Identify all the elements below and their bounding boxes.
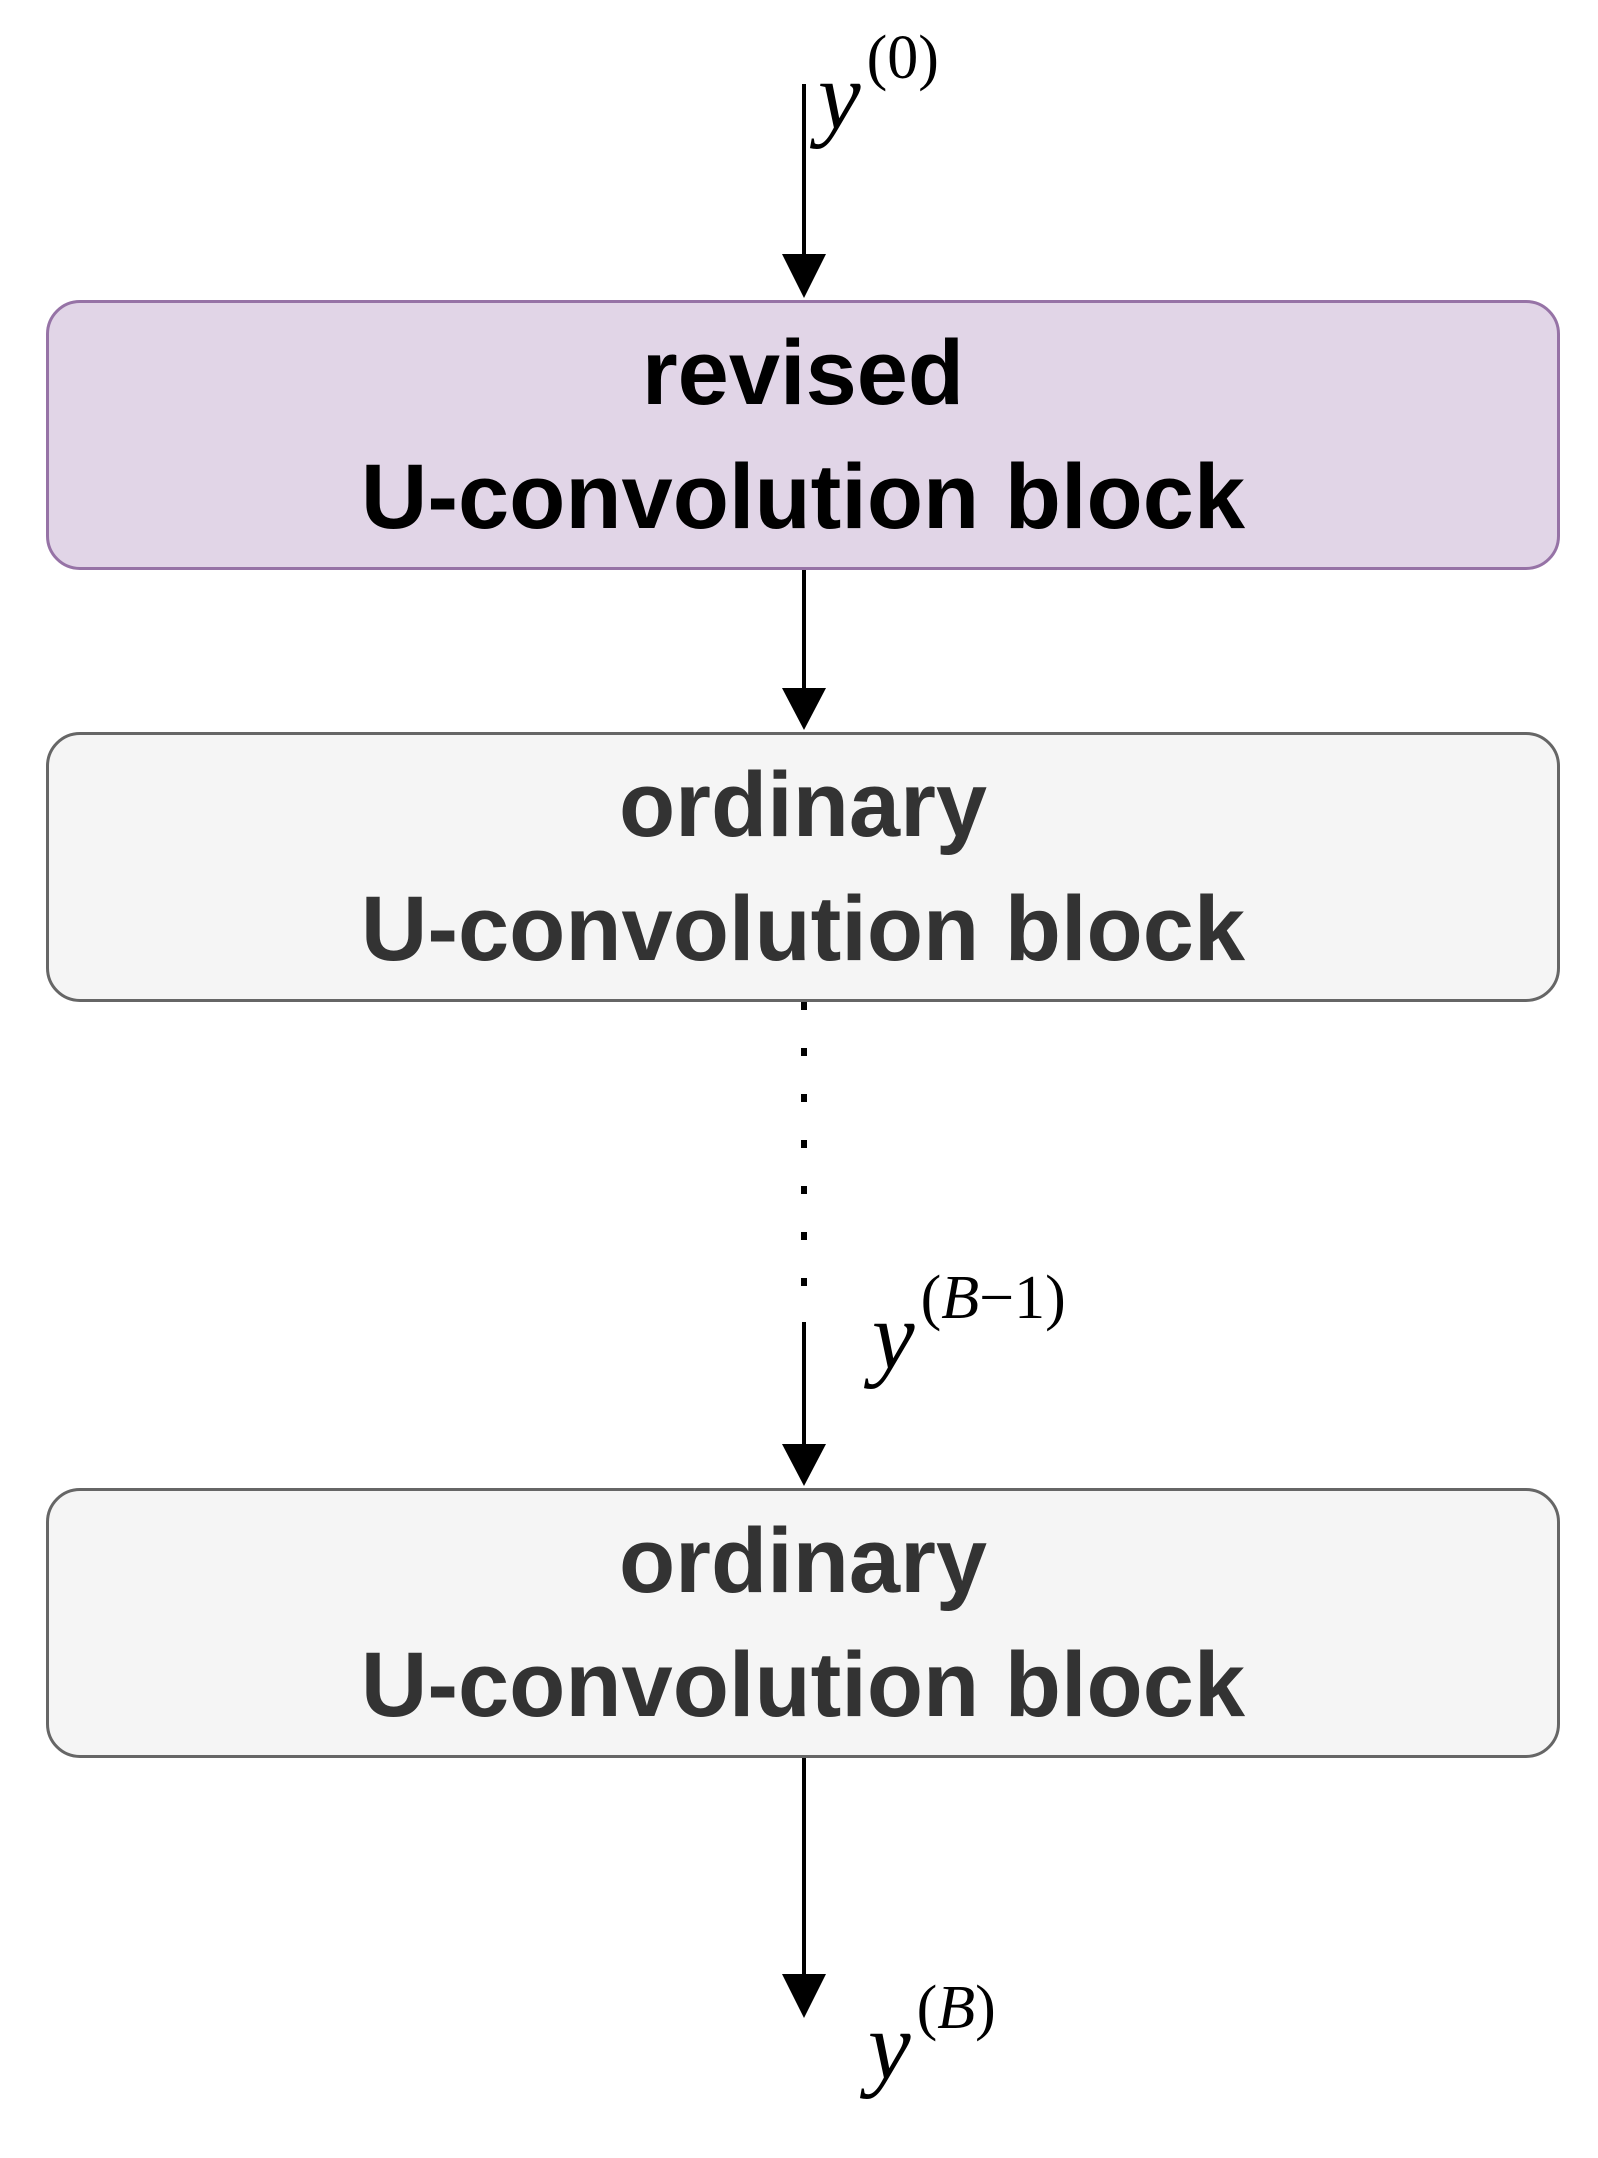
- label-base: y: [872, 1282, 915, 1389]
- block-line-1: ordinary: [618, 1510, 988, 1612]
- revised-u-convolution-block: revised U-convolution block: [46, 300, 1560, 570]
- sup-open: (: [920, 1264, 942, 1332]
- output-arrow: [782, 1758, 826, 2018]
- block-line-2: U-convolution block: [360, 446, 1246, 548]
- sup-open: (: [866, 24, 888, 92]
- label-superscript: (0): [867, 24, 939, 92]
- label-base: y: [868, 1992, 911, 2099]
- sup-var: B: [941, 1264, 980, 1332]
- ordinary-u-convolution-block-first: ordinary U-convolution block: [46, 732, 1560, 1002]
- block-line-1: ordinary: [618, 754, 988, 856]
- input-label-y0: y(0): [818, 24, 939, 151]
- label-superscript: (B): [917, 1974, 996, 2042]
- sup-var: B: [937, 1974, 976, 2042]
- label-base: y: [818, 42, 861, 149]
- arrow-revised-to-ordinary: [782, 570, 826, 730]
- sup-rest: ): [975, 1974, 996, 2042]
- ordinary-u-convolution-block-last: ordinary U-convolution block: [46, 1488, 1560, 1758]
- sup-rest: 0): [887, 24, 939, 92]
- label-superscript: (B−1): [921, 1264, 1066, 1332]
- block-line-1: revised: [641, 322, 965, 424]
- output-label-yb: y(B): [868, 1974, 996, 2101]
- block-line-2: U-convolution block: [360, 878, 1246, 980]
- sup-open: (: [916, 1974, 938, 2042]
- intermediate-label-yb-minus-1: y(B−1): [872, 1264, 1066, 1391]
- arrow-to-last-block: [782, 1322, 826, 1486]
- sup-rest: −1): [979, 1264, 1066, 1332]
- block-line-2: U-convolution block: [360, 1634, 1246, 1736]
